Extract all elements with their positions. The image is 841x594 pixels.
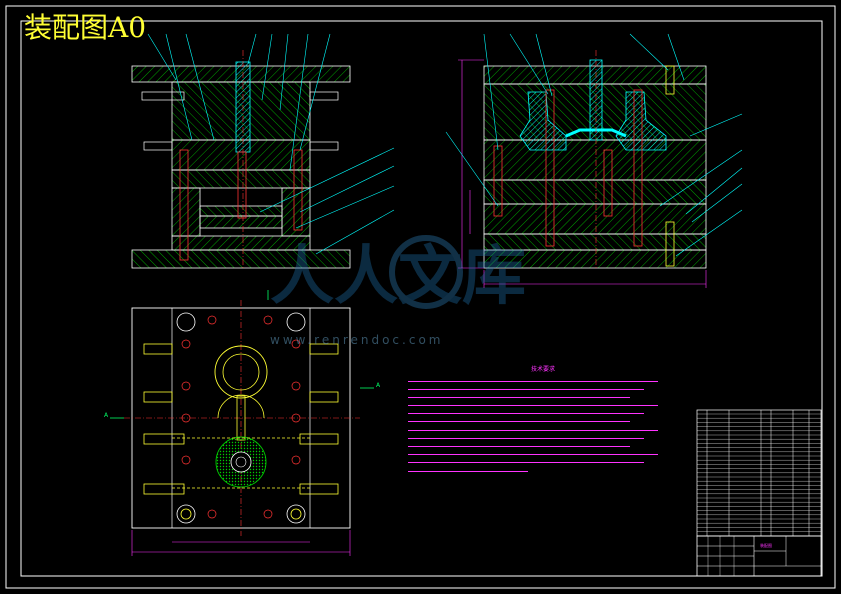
- sheet-title: 装配图A0: [24, 11, 147, 44]
- support-plate: [171, 169, 311, 189]
- cavity-insert-left: [519, 91, 567, 151]
- tech-req-line: [408, 418, 678, 426]
- technical-requirements: 技术要求: [408, 364, 678, 475]
- bottom-clamp-plate: [131, 249, 351, 269]
- cooling-channels: [172, 437, 310, 489]
- side-section-view: [445, 33, 743, 288]
- inner-frame: [20, 20, 823, 577]
- spacer-block-right: [281, 187, 311, 237]
- screw-side: [665, 221, 675, 267]
- bottom-clamp-plate-side: [483, 249, 707, 269]
- dimension-lines-plan: [131, 530, 351, 556]
- cooling-fitting: [309, 141, 339, 151]
- tech-req-line: [408, 434, 678, 442]
- return-pin-side: [603, 149, 613, 217]
- cooling-fittings-plan: [143, 343, 339, 495]
- cavity-insert-right: [615, 91, 667, 151]
- support-plate-side: [483, 179, 707, 205]
- dimension-lines-side: [458, 59, 707, 288]
- outer-frame: [5, 5, 836, 589]
- guide-pillar-right: [293, 149, 303, 231]
- ejector-pin-side: [633, 89, 643, 247]
- watermark-url: www.renrendoc.com: [270, 333, 444, 347]
- section-arrows: [110, 290, 374, 419]
- tech-req-lines: [408, 377, 678, 475]
- upper-cavity: [214, 345, 268, 399]
- cooling-fitting: [143, 141, 173, 151]
- tech-req-line: [408, 402, 678, 410]
- lower-plate: [171, 235, 311, 251]
- tech-req-line: [408, 393, 678, 401]
- guide-pillar-left: [179, 149, 189, 261]
- guide-pillar-side: [493, 145, 503, 217]
- screw-side: [665, 65, 675, 95]
- title-block: [696, 535, 822, 577]
- leader-lines: [147, 33, 395, 255]
- ejector-plate: [199, 215, 283, 229]
- parts-list-table: [696, 409, 822, 537]
- ejector-pin-side: [545, 89, 555, 247]
- title-block-drawing-label: 装配图: [760, 543, 772, 548]
- section-label-left: A: [104, 412, 109, 419]
- cooling-fitting: [141, 91, 185, 101]
- spacer-block-left: [171, 187, 201, 237]
- front-section-view: [131, 33, 395, 270]
- tech-req-line: [408, 385, 678, 393]
- tech-req-line: [408, 426, 678, 434]
- lower-plate-side: [483, 233, 707, 251]
- tech-req-line: [408, 467, 678, 475]
- tech-req-title: 技术要求: [530, 366, 555, 373]
- ejector-plates-side: [483, 203, 707, 235]
- tech-req-line: [408, 443, 678, 451]
- section-label-right: A: [376, 382, 381, 389]
- tech-req-line: [408, 459, 678, 467]
- ejector-pin: [237, 151, 247, 219]
- tech-req-line: [408, 451, 678, 459]
- tech-req-line: [408, 410, 678, 418]
- tech-req-line: [408, 377, 678, 385]
- leader-lines-side: [445, 33, 743, 257]
- plan-view: [110, 290, 374, 556]
- cooling-fitting: [309, 91, 339, 101]
- moving-plate-side: [483, 139, 707, 181]
